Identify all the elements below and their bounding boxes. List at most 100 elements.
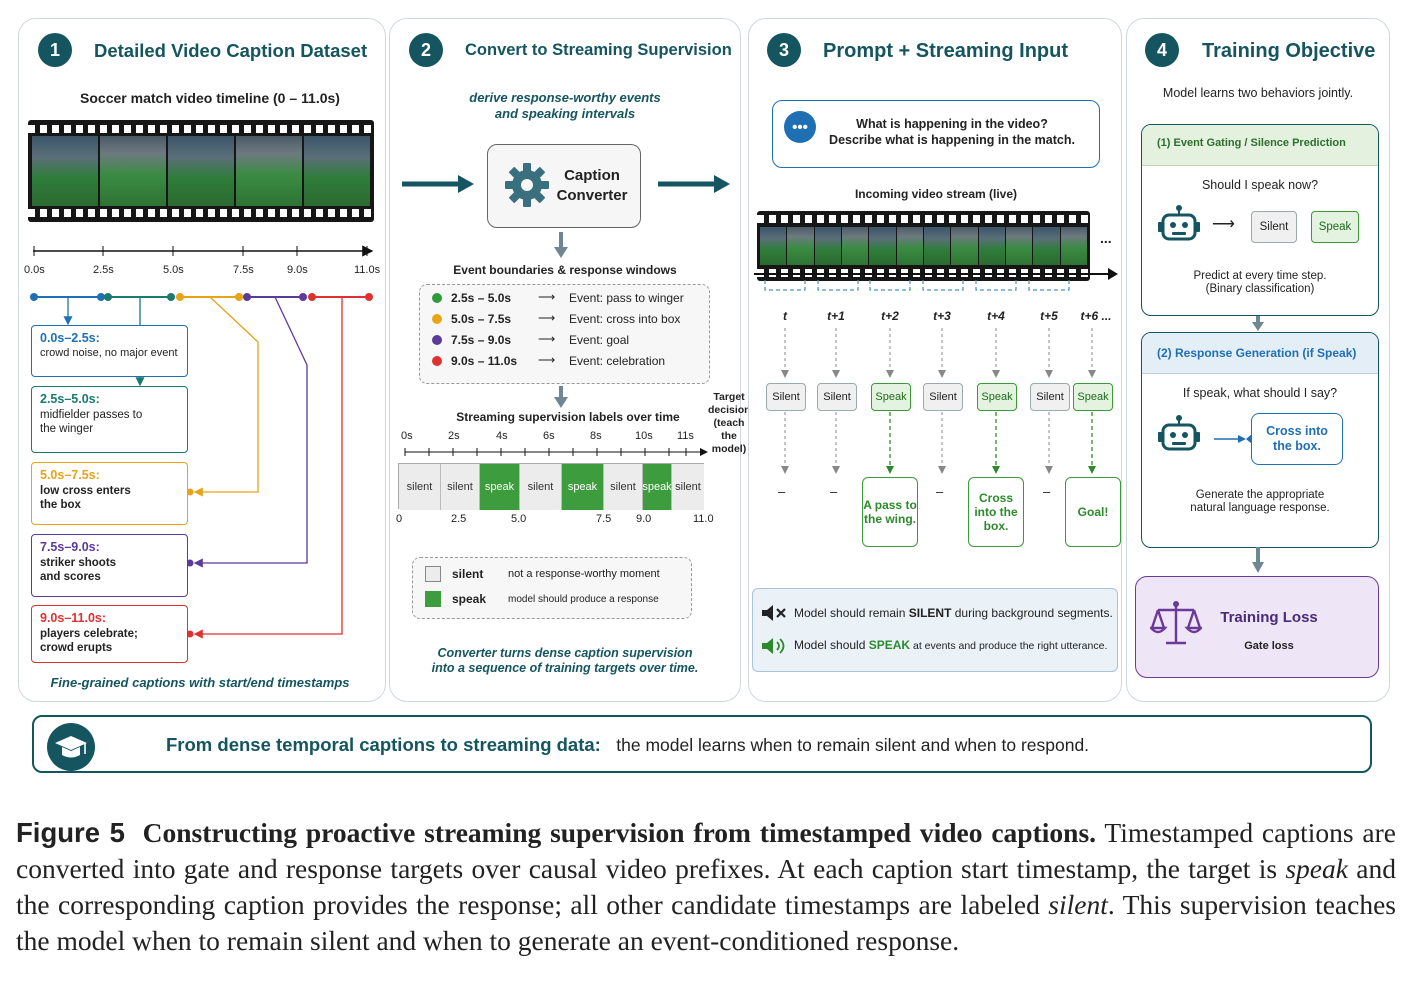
video-frame	[951, 227, 978, 265]
figure-caption-text: and the corresponding caption provides t…	[16, 853, 1396, 920]
down-arrow	[1252, 547, 1264, 573]
video-frame	[814, 227, 841, 265]
arrow-icon: ⟶	[538, 311, 556, 325]
response-output: A pass to the wing.	[862, 477, 918, 547]
label-bottom-tick: 2.5	[451, 513, 467, 525]
speak-note-text: Model should	[794, 638, 869, 652]
label-bottom-tick: 5.0	[511, 513, 527, 525]
response-bubble: Cross into the box.	[1251, 413, 1343, 465]
caption-time: 0.0s–2.5s:	[40, 331, 100, 345]
legend-name: speak	[452, 592, 487, 606]
label-segment: silent	[604, 464, 643, 510]
panel2-footer-line: Converter turns dense caption supervisio…	[437, 646, 693, 660]
gating-question: Should I speak now?	[1201, 178, 1319, 192]
legend-name: silent	[452, 567, 484, 581]
gate-decision: Silent	[1030, 383, 1070, 411]
converter-label: Caption Converter	[552, 166, 632, 206]
video-filmstrip	[28, 120, 374, 222]
gate-decision: Speak	[871, 383, 911, 411]
events-list-box	[419, 284, 710, 384]
chat-icon: •••	[784, 111, 816, 143]
response-card	[1141, 332, 1379, 548]
mute-icon	[762, 605, 786, 621]
event-color-dot	[432, 356, 442, 366]
time-step-label: t+6 ...	[1080, 309, 1112, 323]
label-segment: silent	[399, 464, 441, 510]
robot-icon	[1158, 415, 1200, 451]
video-frame	[760, 227, 787, 265]
caption-time: 9.0s–11.0s:	[40, 611, 107, 625]
label-top-tick: 10s	[635, 430, 653, 442]
event-row: 5.0s – 7.5s ⟶ Event: cross into box	[432, 311, 702, 328]
label-segment: speak	[480, 464, 520, 510]
timeline-tick-label: 2.5s	[93, 264, 114, 276]
panel2-footer: Converter turns dense caption supervisio…	[400, 646, 730, 676]
converter-label-line: Caption	[564, 167, 620, 184]
banner-rest: the model learns when to remain silent a…	[616, 735, 1090, 755]
flow-arrows	[402, 175, 730, 193]
figure-caption-text: . This supervision teaches the model whe…	[16, 889, 1397, 956]
silent-note-key: SILENT	[908, 606, 952, 620]
caption-text: low cross enters the box	[40, 485, 131, 511]
arrow-icon: ⟶	[538, 290, 556, 304]
down-arrow	[1252, 316, 1264, 331]
gating-note: Predict at every time step. (Binary clas…	[1143, 270, 1377, 296]
silent-note-text: Model should remain	[794, 606, 909, 620]
stream-timeline	[754, 268, 1118, 474]
response-output: Cross into the box.	[968, 477, 1024, 547]
event-range: 7.5s – 9.0s	[451, 333, 512, 347]
panel4-title: Training Objective	[1202, 40, 1376, 62]
figure-number: Figure 5	[16, 817, 125, 848]
event-label: Event: goal	[569, 333, 630, 347]
response-title: (2) Response Generation (if Speak)	[1157, 346, 1357, 360]
label-segment: silent	[441, 464, 480, 510]
speak-choice: Speak	[1311, 211, 1359, 243]
label-top-tick: 6s	[543, 430, 555, 442]
event-row: 2.5s – 5.0s ⟶ Event: pass to winger	[432, 290, 702, 307]
caption-card-5: 9.0s–11.0s: players celebrate; crowd eru…	[31, 605, 188, 663]
no-output: –	[936, 484, 944, 499]
legend-swatch-speak	[425, 591, 441, 607]
gate-decision: Speak	[977, 383, 1017, 411]
label-top-tick: 11s	[677, 430, 694, 442]
banner-bold: From dense temporal captions to streamin…	[166, 734, 601, 755]
video-frame	[168, 136, 234, 206]
label-top-tick: 4s	[496, 430, 508, 442]
time-step-label: t+1	[827, 309, 845, 323]
no-output: –	[830, 484, 838, 499]
silent-choice: Silent	[1251, 211, 1297, 243]
gating-note-line: Predict at every time step.	[1193, 270, 1327, 282]
step-number-2: 2	[409, 33, 443, 67]
video-frame	[1033, 227, 1060, 265]
response-note-line: natural language response.	[1190, 502, 1330, 514]
event-range: 9.0s – 11.0s	[451, 354, 518, 368]
video-frame	[896, 227, 923, 265]
gate-decision: Silent	[766, 383, 806, 411]
label-bottom-tick: 7.5	[596, 513, 612, 525]
figure-caption-emph: silent	[1048, 889, 1108, 920]
panel2-subtitle: derive response-worthy events and speaki…	[420, 90, 710, 122]
video-frame	[32, 136, 98, 206]
down-arrow	[554, 232, 568, 258]
response-note-line: Generate the appropriate	[1195, 489, 1325, 501]
response-output: Goal!	[1065, 477, 1121, 547]
figure-caption-emph: speak	[1285, 853, 1348, 884]
panel1-title: Detailed Video Caption Dataset	[94, 40, 368, 61]
label-segment: silent	[520, 464, 562, 510]
response-question: If speak, what should I say?	[1182, 386, 1338, 400]
panel2-footer-line: into a sequence of training targets over…	[431, 661, 699, 675]
video-frame	[236, 136, 302, 206]
video-frame	[978, 227, 1005, 265]
converter-label-line: Converter	[556, 187, 628, 204]
video-frame	[304, 136, 370, 206]
arrow-icon: ⟶	[538, 332, 556, 346]
time-step-label: t+3	[933, 309, 951, 323]
event-row: 7.5s – 9.0s ⟶ Event: goal	[432, 332, 702, 349]
caption-card-3: 5.0s–7.5s: low cross enters the box	[31, 462, 188, 525]
event-range: 2.5s – 5.0s	[451, 291, 512, 305]
video-frame	[923, 227, 951, 265]
event-range: 5.0s – 7.5s	[451, 312, 512, 326]
legend-desc: model should produce a response	[508, 594, 659, 605]
gate-decision: Speak	[1073, 383, 1113, 411]
arrow-icon	[1214, 434, 1252, 444]
